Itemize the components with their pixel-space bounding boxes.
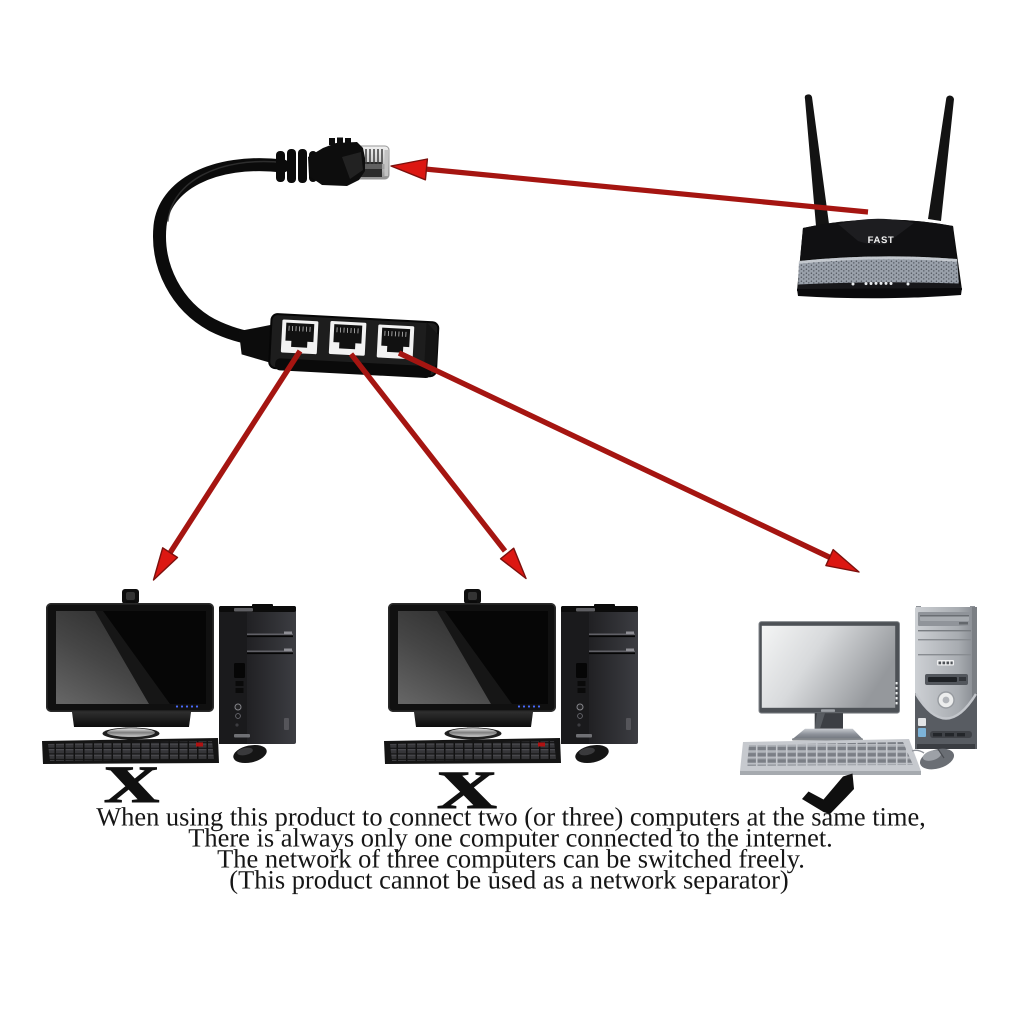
svg-text:The network of three computers: The network of three computers can be sw… bbox=[217, 844, 805, 874]
svg-text:x: x bbox=[437, 740, 498, 827]
svg-text:x: x bbox=[104, 734, 161, 820]
svg-text:When using this product to con: When using this product to connect two (… bbox=[96, 802, 926, 832]
svg-text:There is always only one compu: There is always only one computer connec… bbox=[188, 823, 833, 853]
svg-text:FAST: FAST bbox=[868, 235, 895, 246]
svg-text:(This product cannot be used a: (This product cannot be used as a networ… bbox=[229, 864, 788, 894]
